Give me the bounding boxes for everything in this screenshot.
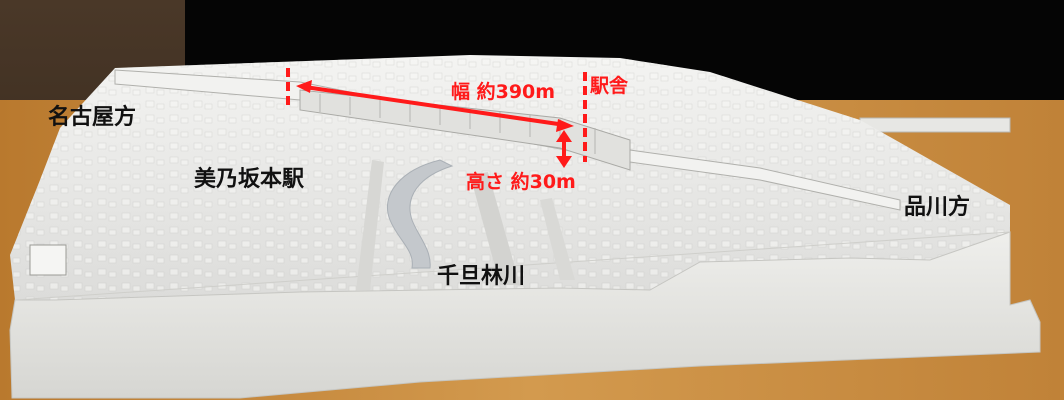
label-river-name: 千旦林川 <box>437 264 526 289</box>
river <box>386 159 454 269</box>
model-placard <box>29 244 67 276</box>
road-1 <box>356 160 384 290</box>
label-width: 幅 約390m <box>451 81 556 103</box>
label-station-building: 駅舎 <box>590 75 629 97</box>
model-building-texture <box>10 55 1010 300</box>
label-height: 高さ 約30m <box>466 171 576 193</box>
label-shinagawa-direction: 品川方 <box>904 195 971 220</box>
road-3 <box>540 198 575 280</box>
road-2 <box>470 172 520 285</box>
label-station-name: 美乃坂本駅 <box>194 167 305 192</box>
model-front-wall <box>9 231 1041 399</box>
height-arrow <box>556 130 572 168</box>
width-arrow <box>296 80 574 132</box>
table-edge-right <box>859 117 1011 133</box>
label-nagoya-direction: 名古屋方 <box>48 105 137 130</box>
